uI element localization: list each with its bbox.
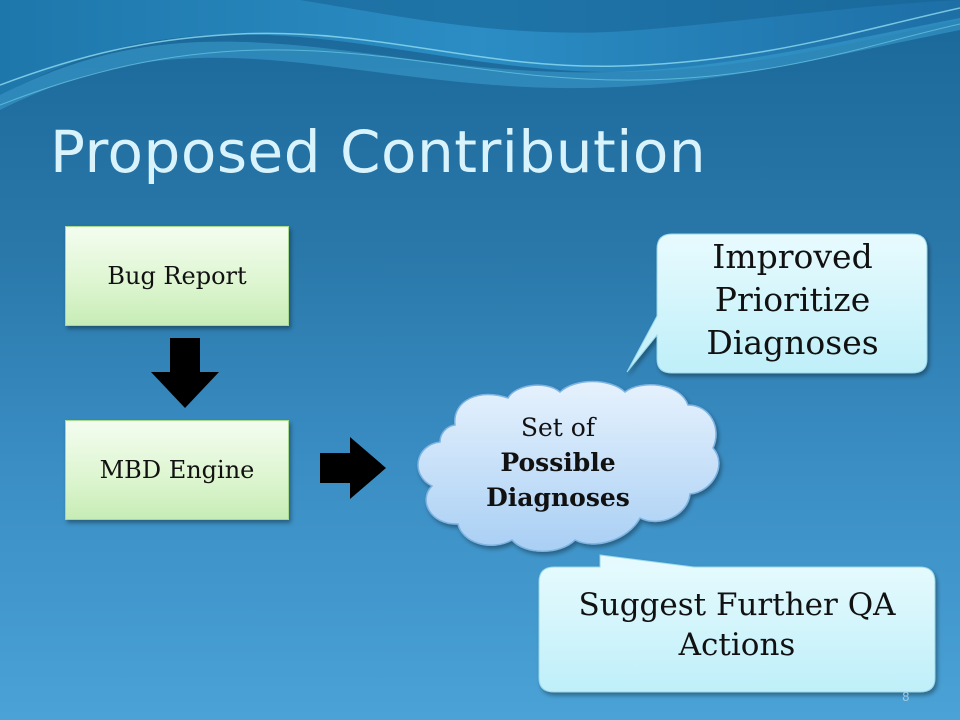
callout-bottom-line-1: Suggest Further QA: [578, 587, 896, 623]
callout-top-label: Improved Prioritize Diagnoses: [660, 236, 925, 365]
arrow-right-icon: [320, 437, 386, 499]
arrow-down-icon: [151, 338, 219, 408]
callout-top-line-2: Prioritize: [714, 279, 871, 319]
cloud-line-2: Possible: [500, 448, 616, 477]
callout-bottom-label: Suggest Further QA Actions: [542, 585, 932, 666]
page-number: 8: [902, 690, 910, 704]
bug-report-label: Bug Report: [107, 262, 247, 290]
mbd-engine-box: MBD Engine: [65, 420, 289, 520]
callout-top-shape: [626, 233, 928, 374]
header-wave-decoration: [0, 0, 960, 110]
callout-top-line-1: Improved: [712, 237, 873, 276]
cloud-line-3: Diagnoses: [486, 483, 630, 512]
callout-bottom-shape: [538, 554, 936, 693]
bug-report-box: Bug Report: [65, 226, 289, 326]
cloud-shape: [417, 380, 720, 552]
callout-bottom-line-2: Actions: [678, 627, 796, 664]
cloud-label: Set of Possible Diagnoses: [458, 410, 658, 515]
callout-top-line-3: Diagnoses: [706, 322, 879, 362]
mbd-engine-label: MBD Engine: [99, 456, 255, 484]
slide-title: Proposed Contribution: [50, 118, 707, 186]
cloud-line-1: Set of: [520, 413, 596, 442]
